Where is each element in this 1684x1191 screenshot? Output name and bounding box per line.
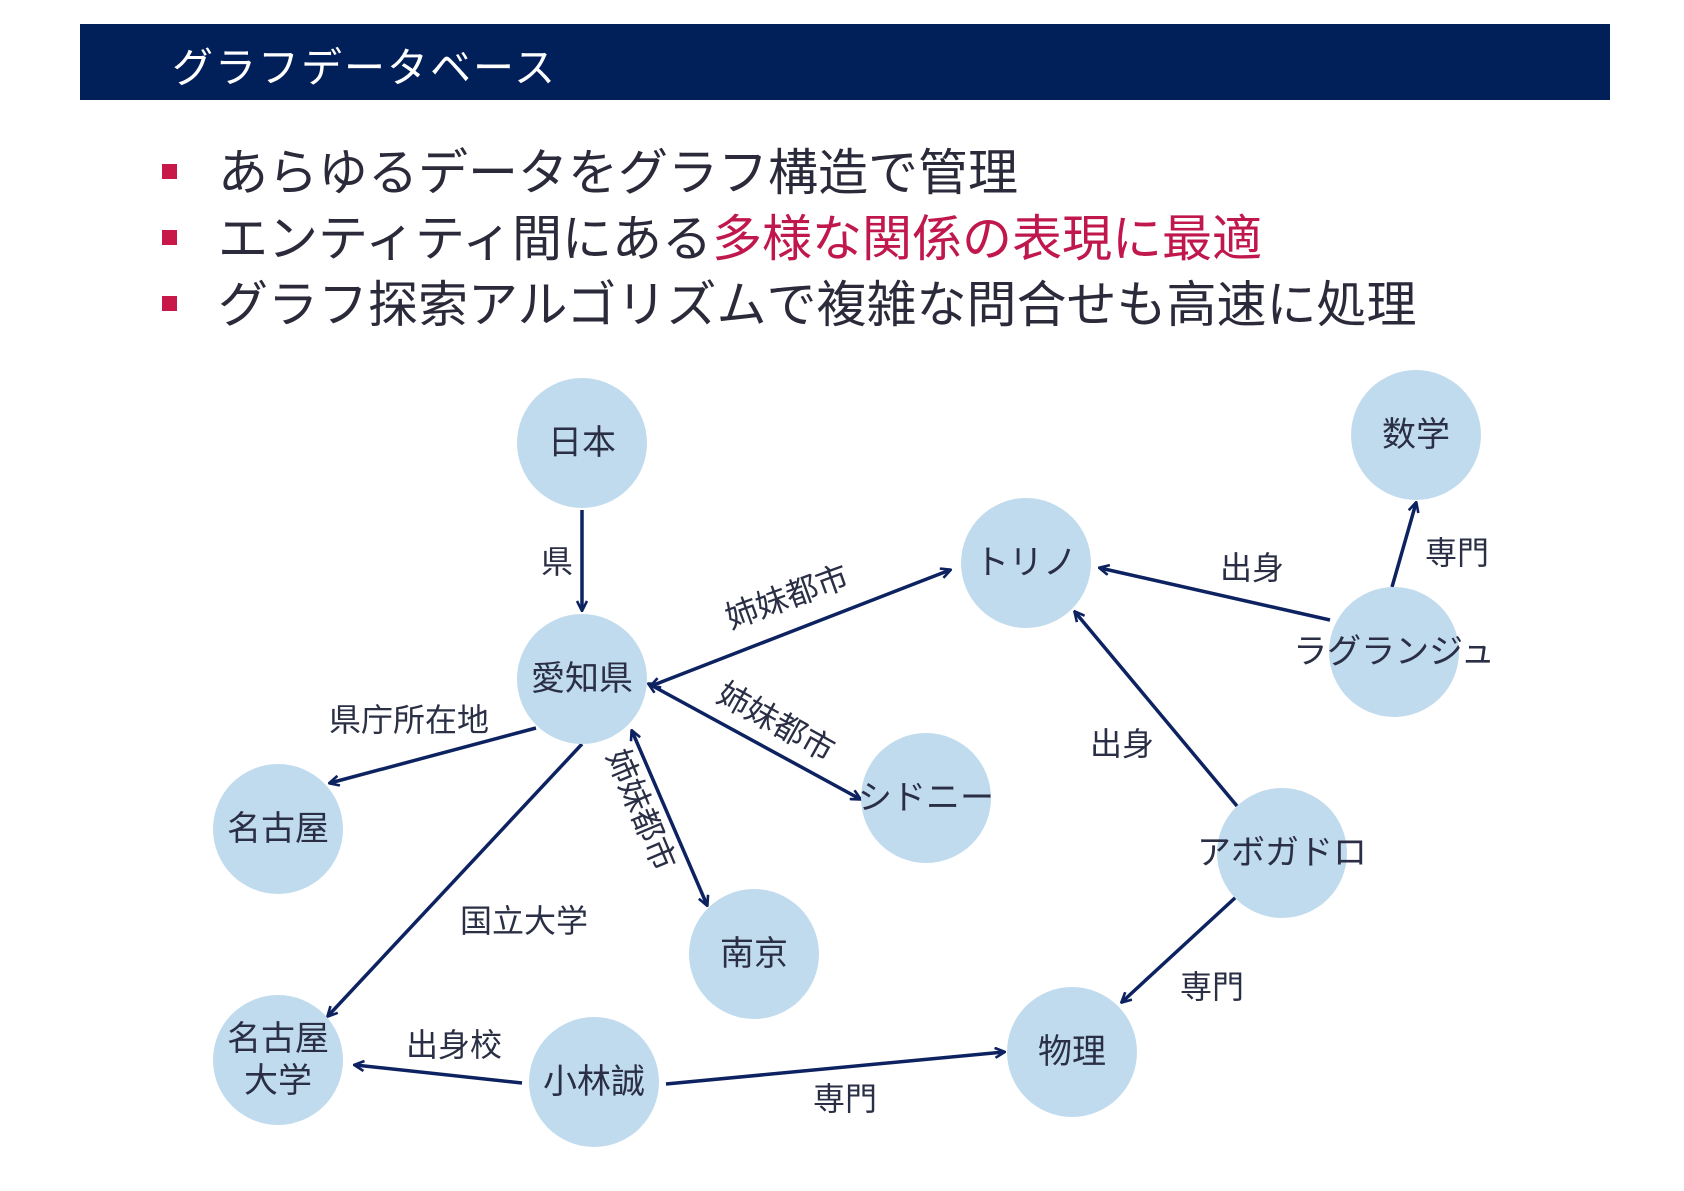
node-circle xyxy=(861,733,991,863)
edge-label: 県 xyxy=(541,543,573,581)
node-label: 物理 xyxy=(1038,1032,1106,1072)
bullet-item: グラフ探索アルゴリズムで複雑な問合せも高速に処理 xyxy=(160,272,1660,338)
graph-node-nagoya: 名古屋 xyxy=(213,764,343,894)
edge-arrow-aichi-to-nanjing xyxy=(632,731,707,905)
bullet-square-icon xyxy=(162,230,177,245)
edge-arrow-aichi-to-nagoya_univ xyxy=(328,742,584,1016)
node-label: アボガドロ xyxy=(1197,833,1367,873)
edge-arrow-kobayashi-to-butsuri xyxy=(665,1052,1004,1086)
node-circle xyxy=(517,614,647,744)
edge-label: 出身 xyxy=(1090,725,1154,763)
edge-label: 専門 xyxy=(1180,968,1244,1006)
edge-label: 姉妹都市 xyxy=(599,744,684,877)
node-label: ラグランジュ xyxy=(1293,632,1495,672)
edge-arrow-avogadro-to-torino xyxy=(1075,612,1239,808)
node-label: 名古屋 xyxy=(227,1019,329,1059)
edge-arrow-lagrange-to-sugaku xyxy=(1390,503,1416,588)
edge-arrow-aichi-to-nagoya xyxy=(330,726,537,783)
bullet-text: エンティティ間にある xyxy=(218,210,712,268)
edge-label: 県庁所在地 xyxy=(329,701,489,739)
node-circle xyxy=(1329,587,1459,717)
edge-arrow-aichi-to-sydney xyxy=(649,684,860,799)
node-circle xyxy=(529,1017,659,1147)
edge-label: 出身 xyxy=(1220,549,1284,587)
node-label: 大学 xyxy=(244,1061,312,1101)
node-circle xyxy=(961,498,1091,628)
bullet-text: グラフ探索アルゴリズムで複雑な問合せも高速に処理 xyxy=(218,276,1417,334)
edge-arrow-lagrange-to-torino xyxy=(1100,568,1331,622)
graph-node-avogadro: アボガドロ xyxy=(1197,788,1367,918)
edge-label: 姉妹都市 xyxy=(711,674,841,769)
graph-node-torino: トリノ xyxy=(961,498,1091,628)
node-circle xyxy=(213,995,343,1125)
node-label: 南京 xyxy=(720,934,788,974)
graph-node-sydney: シドニー xyxy=(858,733,994,863)
node-label: 名古屋 xyxy=(227,809,329,849)
edge-label: 専門 xyxy=(1425,534,1489,572)
bullet-list: あらゆるデータをグラフ構造で管理 エンティティ間にある多様な関係の表現に最適 グ… xyxy=(160,140,1660,338)
graph-node-nanjing: 南京 xyxy=(689,889,819,1019)
node-circle xyxy=(689,889,819,1019)
edge-label: 国立大学 xyxy=(460,902,588,940)
node-circle xyxy=(1217,788,1347,918)
slide-title: グラフデータベース xyxy=(172,44,557,92)
graph-node-kobayashi: 小林誠 xyxy=(529,1017,659,1147)
edge-arrow-avogadro-to-butsuri xyxy=(1122,895,1238,1002)
bullet-item: あらゆるデータをグラフ構造で管理 xyxy=(160,140,1660,206)
bullet-item: エンティティ間にある多様な関係の表現に最適 xyxy=(160,206,1660,272)
graph-node-sugaku: 数学 xyxy=(1351,370,1481,500)
edge-label: 姉妹都市 xyxy=(720,557,853,636)
node-circle xyxy=(213,764,343,894)
edge-label: 専門 xyxy=(813,1080,877,1118)
bullet-highlight-text: 多様な関係の表現に最適 xyxy=(712,210,1262,268)
node-label: シドニー xyxy=(858,778,994,818)
node-label: 小林誠 xyxy=(543,1062,645,1102)
graph-node-butsuri: 物理 xyxy=(1007,987,1137,1117)
title-bar: グラフデータベース xyxy=(80,24,1610,100)
bullet-text: あらゆるデータをグラフ構造で管理 xyxy=(218,144,1018,202)
bullet-square-icon xyxy=(162,296,177,311)
edge-arrow-aichi-to-torino xyxy=(651,570,950,686)
edge-arrow-kobayashi-to-nagoya_univ xyxy=(355,1065,523,1085)
node-circle xyxy=(1007,987,1137,1117)
node-circle xyxy=(517,378,647,508)
graph-node-nihon: 日本 xyxy=(517,378,647,508)
node-label: トリノ xyxy=(975,543,1077,583)
edges-layer xyxy=(328,503,1416,1086)
node-circle xyxy=(1351,370,1481,500)
node-label: 数学 xyxy=(1382,415,1450,455)
edge-label: 出身校 xyxy=(406,1026,502,1064)
bullet-square-icon xyxy=(162,164,177,179)
node-label: 日本 xyxy=(548,423,616,463)
graph-node-lagrange: ラグランジュ xyxy=(1293,587,1495,717)
graph-node-aichi: 愛知県 xyxy=(517,614,647,744)
node-label: 愛知県 xyxy=(531,659,633,699)
